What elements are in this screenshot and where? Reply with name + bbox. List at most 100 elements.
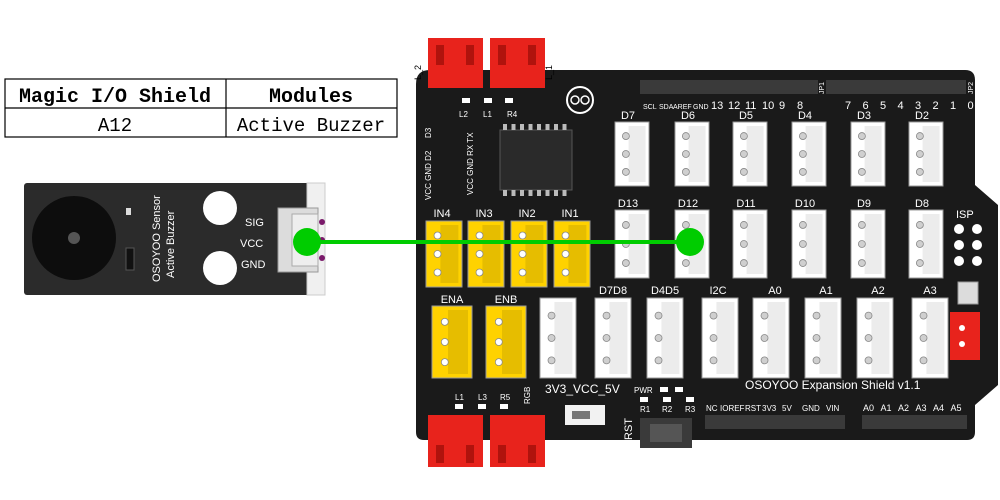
jp2-pin-4: 4 <box>898 100 904 112</box>
connector-d11 <box>732 209 768 279</box>
connector-d8 <box>908 209 944 279</box>
buzzer-hole <box>68 232 80 244</box>
label-row-a0: A0 <box>768 285 781 297</box>
rgb-label: RGB <box>523 387 532 404</box>
motor-inputs: IN4 IN3 IN2 IN1 <box>425 208 591 288</box>
connector-label-l1: L_1 <box>544 65 554 80</box>
label-d11: D11 <box>736 198 755 210</box>
power-pin-nc: NC <box>706 404 718 413</box>
jp2-pin-3: 3 <box>915 100 921 112</box>
r-label-2: R2 <box>662 405 673 414</box>
label-in2: IN2 <box>518 208 535 220</box>
jp1-pin-aref: AREF <box>673 104 692 111</box>
label-d3: D3 <box>857 110 871 122</box>
table-header-modules: Modules <box>269 86 353 109</box>
connector-d9 <box>850 209 886 279</box>
side-label-d3: D3 <box>424 127 433 138</box>
connector-lower-1 <box>539 297 577 379</box>
pin-label-gnd: GND <box>241 259 266 271</box>
connector-in3 <box>467 220 505 288</box>
table-header-shield: Magic I/O Shield <box>19 86 211 109</box>
connector-enb <box>485 305 527 379</box>
connector-d4 <box>791 121 827 187</box>
label-d8: D8 <box>915 198 929 210</box>
jp1-pin-10: 10 <box>762 100 774 112</box>
jp1-pin-scl: SCL <box>643 104 657 111</box>
mount-hole-bottom <box>203 251 237 285</box>
connector-in1 <box>553 220 591 288</box>
connector-d10 <box>791 209 827 279</box>
analog-pin-a3: A3 <box>916 403 927 413</box>
label-d5: D5 <box>739 110 753 122</box>
top-red-connectors: L_2 L_1 <box>413 38 554 88</box>
header-power <box>705 415 845 429</box>
jp1-pin-9: 9 <box>779 100 785 112</box>
label-row-a1: A1 <box>819 285 832 297</box>
pwr-label: PWR <box>634 386 653 395</box>
label-row-d4d5: D4D5 <box>651 285 679 297</box>
rst-label: RST <box>623 418 635 440</box>
jp2-pin-2: 2 <box>933 100 939 112</box>
analog-pin-a0: A0 <box>863 403 874 413</box>
bottom-led-l1: L1 <box>455 393 464 402</box>
side-label-vcc-gnd-rx-tx: VCC GND RX TX <box>466 132 475 195</box>
connector-in4 <box>425 220 463 288</box>
jp2-pin-1: 1 <box>950 100 956 112</box>
mount-hole-top <box>203 191 237 225</box>
jp2-pin-0: 0 <box>968 100 974 112</box>
connector-lower-8 <box>911 297 949 379</box>
connector-in2 <box>510 220 548 288</box>
header-jp1 <box>640 80 818 94</box>
power-pin-rst: RST <box>745 404 761 413</box>
pin-mapping-table: Magic I/O Shield Modules A12 Active Buzz… <box>4 78 398 138</box>
active-buzzer-module: OSOYOO Sensor Active Buzzer SIG VCC GND <box>24 182 326 296</box>
connector-lower-2 <box>594 297 632 379</box>
label-d9: D9 <box>857 198 871 210</box>
header-jp2 <box>826 80 966 94</box>
osoyoo-logo <box>566 86 594 114</box>
analog-pin-a2: A2 <box>898 403 909 413</box>
pin-label-sig: SIG <box>245 217 264 229</box>
jp2-pin-7: 7 <box>845 100 851 112</box>
label-in1: IN1 <box>561 208 578 220</box>
connector-d3 <box>850 121 886 187</box>
isp-label: ISP <box>956 209 974 221</box>
jp2-label: JP2 <box>968 82 975 94</box>
label-in4: IN4 <box>433 208 450 220</box>
connector-lower-3 <box>646 297 684 379</box>
bottom-led-l3: L3 <box>478 393 487 402</box>
analog-pin-a4: A4 <box>933 403 944 413</box>
power-selector-label: 3V3_VCC_5V <box>545 382 620 396</box>
jp2-pin-6: 6 <box>863 100 869 112</box>
led-label-l1: L1 <box>483 110 492 119</box>
led-label-r4: R4 <box>507 110 518 119</box>
label-in3: IN3 <box>475 208 492 220</box>
jp2-pin-5: 5 <box>880 100 886 112</box>
module-brand-line1: OSOYOO Sensor <box>151 195 163 282</box>
small-switch <box>957 281 979 305</box>
wire-endpoint-shield <box>676 228 704 256</box>
connector-lower-6 <box>804 297 842 379</box>
label-row-d7d8: D7D8 <box>599 285 627 297</box>
bottom-red-connectors <box>428 415 545 467</box>
connector-lower-4 <box>701 297 739 379</box>
side-label-vcc-gnd-d2: VCC GND D2 <box>424 150 433 200</box>
label-row-a3: A3 <box>923 285 936 297</box>
pin-label-vcc: VCC <box>240 238 263 250</box>
connector-d7 <box>614 121 650 187</box>
connector-lower-7 <box>856 297 894 379</box>
power-pin-gnd: GND <box>802 404 820 413</box>
label-row-i2c: I2C <box>709 285 726 297</box>
bottom-led-r5: R5 <box>500 393 511 402</box>
connector-d5 <box>732 121 768 187</box>
red-power-connector <box>950 312 980 360</box>
power-pin-5v: 5V <box>782 404 792 413</box>
label-d2: D2 <box>915 110 929 122</box>
analog-pin-a1: A1 <box>881 403 892 413</box>
shield-title: OSOYOO Expansion Shield v1.1 <box>745 378 921 392</box>
table-cell-pin: A12 <box>98 115 132 137</box>
